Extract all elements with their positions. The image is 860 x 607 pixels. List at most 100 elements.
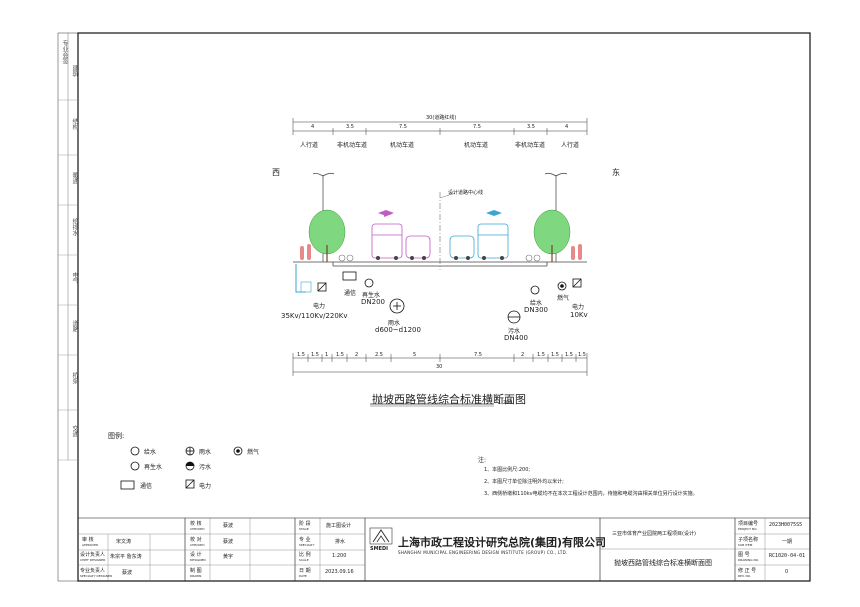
strip-label-1: 建筑: [71, 65, 78, 77]
tb-meta-3-cn: 日 期: [299, 568, 311, 574]
lane-width-5: 4: [565, 124, 569, 130]
company-logo-text: SMEDI: [370, 546, 389, 552]
tb-right-0-en: PROJECT NO.: [738, 527, 758, 531]
tb-meta-2-cn: 比 例: [299, 552, 311, 558]
bottom-dim-5: 2.5: [375, 352, 383, 358]
label-power-west: 电力: [313, 303, 326, 310]
legend-title: 图例:: [108, 432, 125, 440]
strip-label-0: 专业会签: [61, 40, 68, 64]
tb-meta-2-value: 1:200: [332, 553, 347, 559]
bottom-dim-total: 30: [436, 364, 443, 370]
tb-role-1-cn: 设计负责人: [80, 552, 106, 558]
label-reclaimed-size: DN200: [361, 298, 385, 306]
notes-line-3: 3、西侧桥墩和110kv电缆均不在本次工程设计范围内，待施和电缆沟由相关单位另行…: [484, 491, 698, 497]
tb-check-0-cn: 校 核: [190, 521, 202, 527]
tb-role-2-name: 蔡波: [122, 570, 133, 576]
tb-right-2-en: DRAWING NO.: [738, 558, 759, 562]
legend-item-reclaimed: 再生水: [144, 464, 163, 471]
strip-label-5: 电气: [71, 272, 78, 284]
tb-right-0-cn: 项目编号: [738, 521, 759, 527]
legend-item-gas: 燃气: [247, 449, 260, 456]
notes-line-2: 2、本图尺寸单位除注明外均以米计;: [484, 479, 564, 485]
company-name-en: SHANGHAI MUNICIPAL ENGINEERING DESIGN IN…: [398, 550, 568, 555]
company-name-cn: 上海市政工程设计研究总院(集团)有限公司: [398, 536, 607, 549]
direction-east: 东: [612, 168, 620, 177]
tb-role-0-name: 宋文涛: [116, 539, 132, 545]
lane-width-0: 4: [311, 124, 315, 130]
tb-check-1-cn: 校 对: [190, 537, 202, 543]
strip-label-8: 交通: [71, 425, 78, 437]
lane-name-5: 人行道: [561, 142, 580, 149]
label-power-west-spec: 35Kv/110Kv/220Kv: [281, 312, 348, 320]
label-reclaimed: 再生水: [362, 292, 381, 299]
bottom-dim-2: 1: [325, 352, 329, 358]
bottom-dim-11: 1.5: [565, 352, 573, 358]
label-rain-size: d600~d1200: [375, 326, 421, 334]
bottom-dim-0: 1.5: [297, 352, 305, 358]
tb-check-3-cn: 制 图: [190, 568, 202, 574]
tb-right-3-cn: 修 正 号: [738, 568, 757, 574]
tb-check-0-en: CHECKED: [190, 527, 205, 531]
notes-title: 注:: [478, 457, 487, 464]
lane-width-4: 3.5: [527, 124, 535, 130]
drawing-scale: 1:200: [498, 400, 513, 406]
label-sewer-size: DN400: [504, 334, 528, 342]
tb-role-1-name: 朱宗平 詹东涛: [110, 554, 142, 560]
tb-right-2-value: RC1020-04-01: [769, 553, 806, 559]
tb-meta-1-cn: 专 业: [299, 537, 311, 543]
tb-right-0-value: 2023H0075S5: [769, 522, 803, 528]
road-total-dim: 30(道路红线): [426, 115, 457, 121]
tb-right-3-en: REV. NO.: [738, 574, 751, 578]
tb-check-1-en: CHECKED: [190, 543, 205, 547]
legend-item-rain: 雨水: [199, 449, 212, 456]
tb-meta-3-value: 2023.09.16: [325, 569, 354, 575]
notes-line-1: 1、本图比例尺:200;: [484, 467, 531, 473]
tb-right-1-en: SUB ITEM: [738, 543, 753, 547]
lane-name-2: 机动车道: [390, 142, 415, 149]
label-rain: 雨水: [388, 320, 401, 327]
tb-role-2-en: SPECIALTY DESIGNER: [80, 574, 113, 578]
drawing-title: 抛坡西路管线综合标准横断面图: [372, 393, 526, 406]
tb-meta-2-en: SCALE: [299, 558, 309, 562]
lane-name-1: 非机动车道: [337, 142, 368, 149]
tb-check-2-cn: 设 计: [190, 552, 202, 558]
strip-label-2: 结构: [71, 118, 78, 130]
lane-name-4: 非机动车道: [515, 142, 546, 149]
direction-west: 西: [272, 168, 280, 177]
strip-label-3: 暖通: [71, 172, 78, 184]
tb-role-0-en: APPROVED: [82, 543, 99, 547]
lane-width-1: 3.5: [346, 124, 354, 130]
tb-meta-1-value: 排水: [335, 539, 346, 545]
project-name: 三亚市体育产业园院两工程项目(设计): [612, 531, 696, 537]
legend-item-water: 给水: [144, 449, 157, 456]
tb-role-2-cn: 专业负责人: [80, 568, 106, 574]
tb-meta-1-en: SPECIALTY: [299, 543, 315, 547]
bottom-dim-7: 7.5: [474, 352, 482, 358]
lane-name-0: 人行道: [300, 142, 319, 149]
tb-check-2-name: 黄宇: [223, 554, 234, 560]
tb-right-1-cn: 子项名称: [738, 537, 759, 543]
tb-check-3-en: DRAWN: [190, 574, 202, 578]
drawing-name: 抛坡西路管线综合标准横断面图: [614, 559, 712, 567]
label-power-east-spec: 10Kv: [570, 311, 588, 319]
tb-right-2-cn: 图 号: [738, 552, 750, 558]
lane-width-3: 7.5: [473, 124, 481, 130]
bottom-dim-4: 2: [355, 352, 359, 358]
strip-label-7: 桥梁: [71, 372, 78, 384]
bottom-dim-8: 2: [521, 352, 525, 358]
tb-check-1-name: 蔡波: [223, 539, 234, 545]
tb-check-0-name: 蔡波: [223, 523, 234, 529]
legend-item-power: 电力: [199, 483, 212, 490]
tb-role-1-en: CHIEF DESIGNER: [80, 558, 106, 562]
tb-meta-0-value: 施工图设计: [326, 523, 352, 529]
lane-name-3: 机动车道: [464, 142, 489, 149]
strip-label-6: 道路: [71, 320, 78, 332]
bottom-dim-9: 1.5: [537, 352, 545, 358]
centerline-label: 设计道路中心线: [448, 190, 484, 196]
bottom-dim-10: 1.5: [551, 352, 559, 358]
bottom-dim-1: 1.5: [311, 352, 319, 358]
tb-right-1-value: 一期: [782, 539, 793, 545]
label-power-east: 电力: [572, 304, 585, 311]
